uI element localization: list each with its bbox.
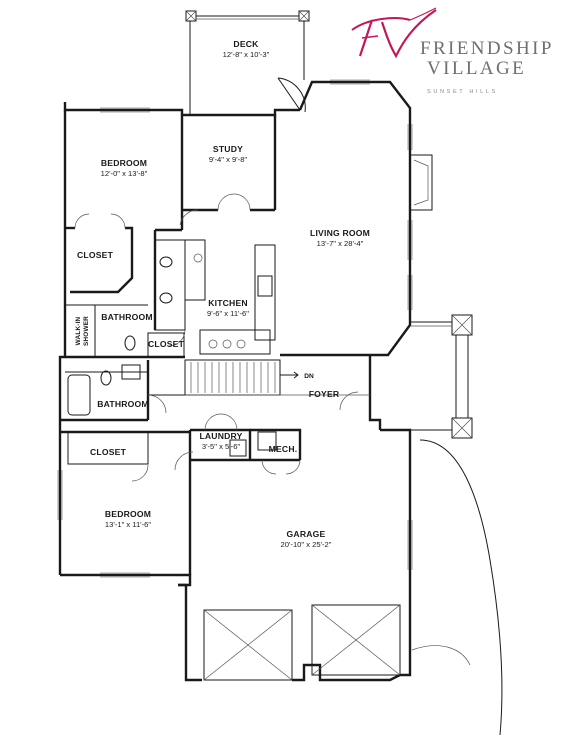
driveway	[411, 439, 503, 736]
toilet-icon	[124, 335, 136, 351]
brand-line1: FRIENDSHIP	[420, 38, 554, 59]
closet2-label: CLOSET	[148, 339, 185, 349]
sink-icon	[159, 256, 173, 268]
stair-dn-label: DN	[304, 373, 314, 380]
deck-structure	[185, 10, 310, 115]
sink-icon	[159, 292, 173, 304]
fixtures	[67, 253, 277, 457]
interior-walls	[60, 115, 370, 465]
laundry-label: LAUNDRY	[199, 431, 242, 441]
study-dims: 9'-4" x 9'-8"	[209, 155, 248, 164]
living-windows	[330, 79, 413, 310]
kitchen-label: KITCHEN	[208, 298, 248, 308]
bedroom1-label: BEDROOM	[101, 158, 147, 168]
brand-location: SUNSET HILLS	[427, 89, 498, 95]
brand-logo: FRIENDSHIP VILLAGE SUNSET HILLS	[351, 7, 554, 95]
stair-treads	[190, 362, 276, 393]
fv-monogram-icon	[351, 7, 437, 59]
bedroom2-label: BEDROOM	[105, 509, 151, 519]
bedroom-windows	[57, 107, 413, 578]
kitchen-dims: 9'-6" x 11'-6"	[207, 309, 249, 318]
burner-icon	[236, 339, 246, 349]
laundry-dims: 3'-5" x 5'-6"	[202, 442, 241, 451]
living-room-label: LIVING ROOM	[310, 228, 370, 238]
room-labels: DECK 12'-8" x 10'-3" STUDY 9'-4" x 9'-8"…	[75, 39, 370, 549]
water-heater-icon	[257, 431, 277, 451]
garage-doors	[203, 604, 401, 681]
bedroom1-dims: 12'-0" x 13'-8"	[101, 169, 148, 178]
kitchen-sink-icon	[257, 275, 273, 297]
bathroom2-label: BATHROOM	[97, 399, 149, 409]
bedroom2-dims: 13'-1" x 11'-6"	[105, 520, 151, 529]
mech-label: MECH.	[269, 444, 298, 454]
burner-icon	[222, 339, 232, 349]
washer-icon	[229, 439, 247, 457]
exterior-walls	[58, 80, 412, 682]
deck-label: DECK	[233, 39, 259, 49]
burner-icon	[208, 339, 218, 349]
bathtub-icon	[67, 374, 91, 416]
front-porch	[410, 314, 473, 439]
study-label: STUDY	[213, 144, 243, 154]
walkin-shower-line2: SHOWER	[83, 316, 90, 346]
walkin-shower-line1: WALK-IN	[75, 316, 82, 345]
foyer-label: FOYER	[309, 389, 340, 399]
door-swings	[74, 77, 359, 482]
living-room-dims: 13'-7" x 28'-4"	[317, 239, 364, 248]
closet3-label: CLOSET	[90, 447, 127, 457]
garage-label: GARAGE	[287, 529, 326, 539]
vanity-sink-icon	[121, 364, 141, 380]
toilet-icon	[100, 370, 112, 386]
closet1-label: CLOSET	[77, 250, 114, 260]
bathroom1-label: BATHROOM	[101, 312, 153, 322]
brand-line2: VILLAGE	[427, 58, 526, 79]
fireplace	[410, 154, 433, 211]
stair-arrow-icon	[280, 371, 299, 379]
fridge-icon	[193, 253, 203, 263]
deck-dims: 12'-8" x 10'-3"	[223, 50, 270, 59]
garage-dims: 20'-10" x 25'-2"	[281, 540, 332, 549]
